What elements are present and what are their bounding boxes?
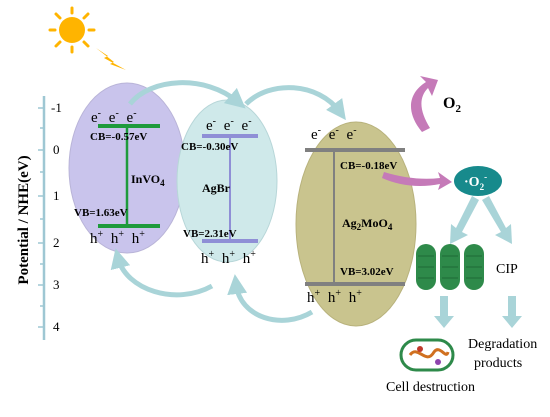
axis-tick-label: 2 (53, 235, 60, 250)
invo4-name: InVO4 (131, 172, 165, 188)
agbr-name: AgBr (202, 181, 231, 195)
hole-transfer-arrow (227, 274, 314, 323)
o2-arrow (410, 76, 438, 132)
cip-label: CIP (496, 262, 518, 277)
agbr-cb-label: CB=-0.30eV (181, 141, 238, 153)
branch-arrows (450, 196, 512, 244)
cell-icon (399, 338, 455, 372)
degradation-label-line1: Degradation (468, 337, 537, 352)
electron-transfer-arrow (244, 85, 346, 121)
ag2moo4-vb-label: VB=3.02eV (340, 266, 394, 278)
bacteria-icon (416, 244, 484, 290)
agbr-vb-label: VB=2.31eV (183, 228, 237, 240)
ag2moo4-electrons: e- e- e- (311, 121, 357, 143)
axis-tick-label: -1 (51, 100, 62, 115)
agbr-holes: h+ h+ h+ (201, 245, 256, 267)
superoxide-radical (454, 166, 502, 196)
ag2moo4-name: Ag2MoO4 (342, 216, 393, 232)
ag2moo4-cb-label: CB=-0.18eV (340, 160, 397, 172)
superoxide-label: ·O2- (464, 172, 487, 192)
sun-icon (48, 6, 96, 54)
lightning-icon (96, 48, 126, 70)
axis-tick-label: 4 (53, 319, 60, 334)
agbr-electrons: e- e- e- (206, 112, 252, 134)
axis-tick-label: 3 (53, 277, 60, 292)
axis-title: Potential / NHE(eV) (16, 155, 32, 284)
axis-tick-label: 1 (53, 188, 60, 203)
cell-destruction-label: Cell destruction (386, 380, 475, 395)
ag2moo4-holes: h+ h+ h+ (307, 284, 362, 306)
down-arrows (434, 296, 522, 328)
hole-transfer-arrow (110, 248, 214, 298)
invo4-holes: h+ h+ h+ (90, 225, 145, 247)
axis-tick-label: 0 (53, 142, 60, 157)
degradation-label-line2: products (474, 356, 522, 371)
electron-transfer-arrow (128, 80, 246, 109)
o2-label: O2 (443, 95, 461, 115)
invo4-cb-label: CB=-0.57eV (90, 131, 147, 143)
potential-axis (38, 96, 46, 340)
invo4-vb-label: VB=1.63eV (74, 207, 128, 219)
electron-to-o2-arrow (382, 172, 452, 190)
invo4-electrons: e- e- e- (91, 104, 137, 126)
